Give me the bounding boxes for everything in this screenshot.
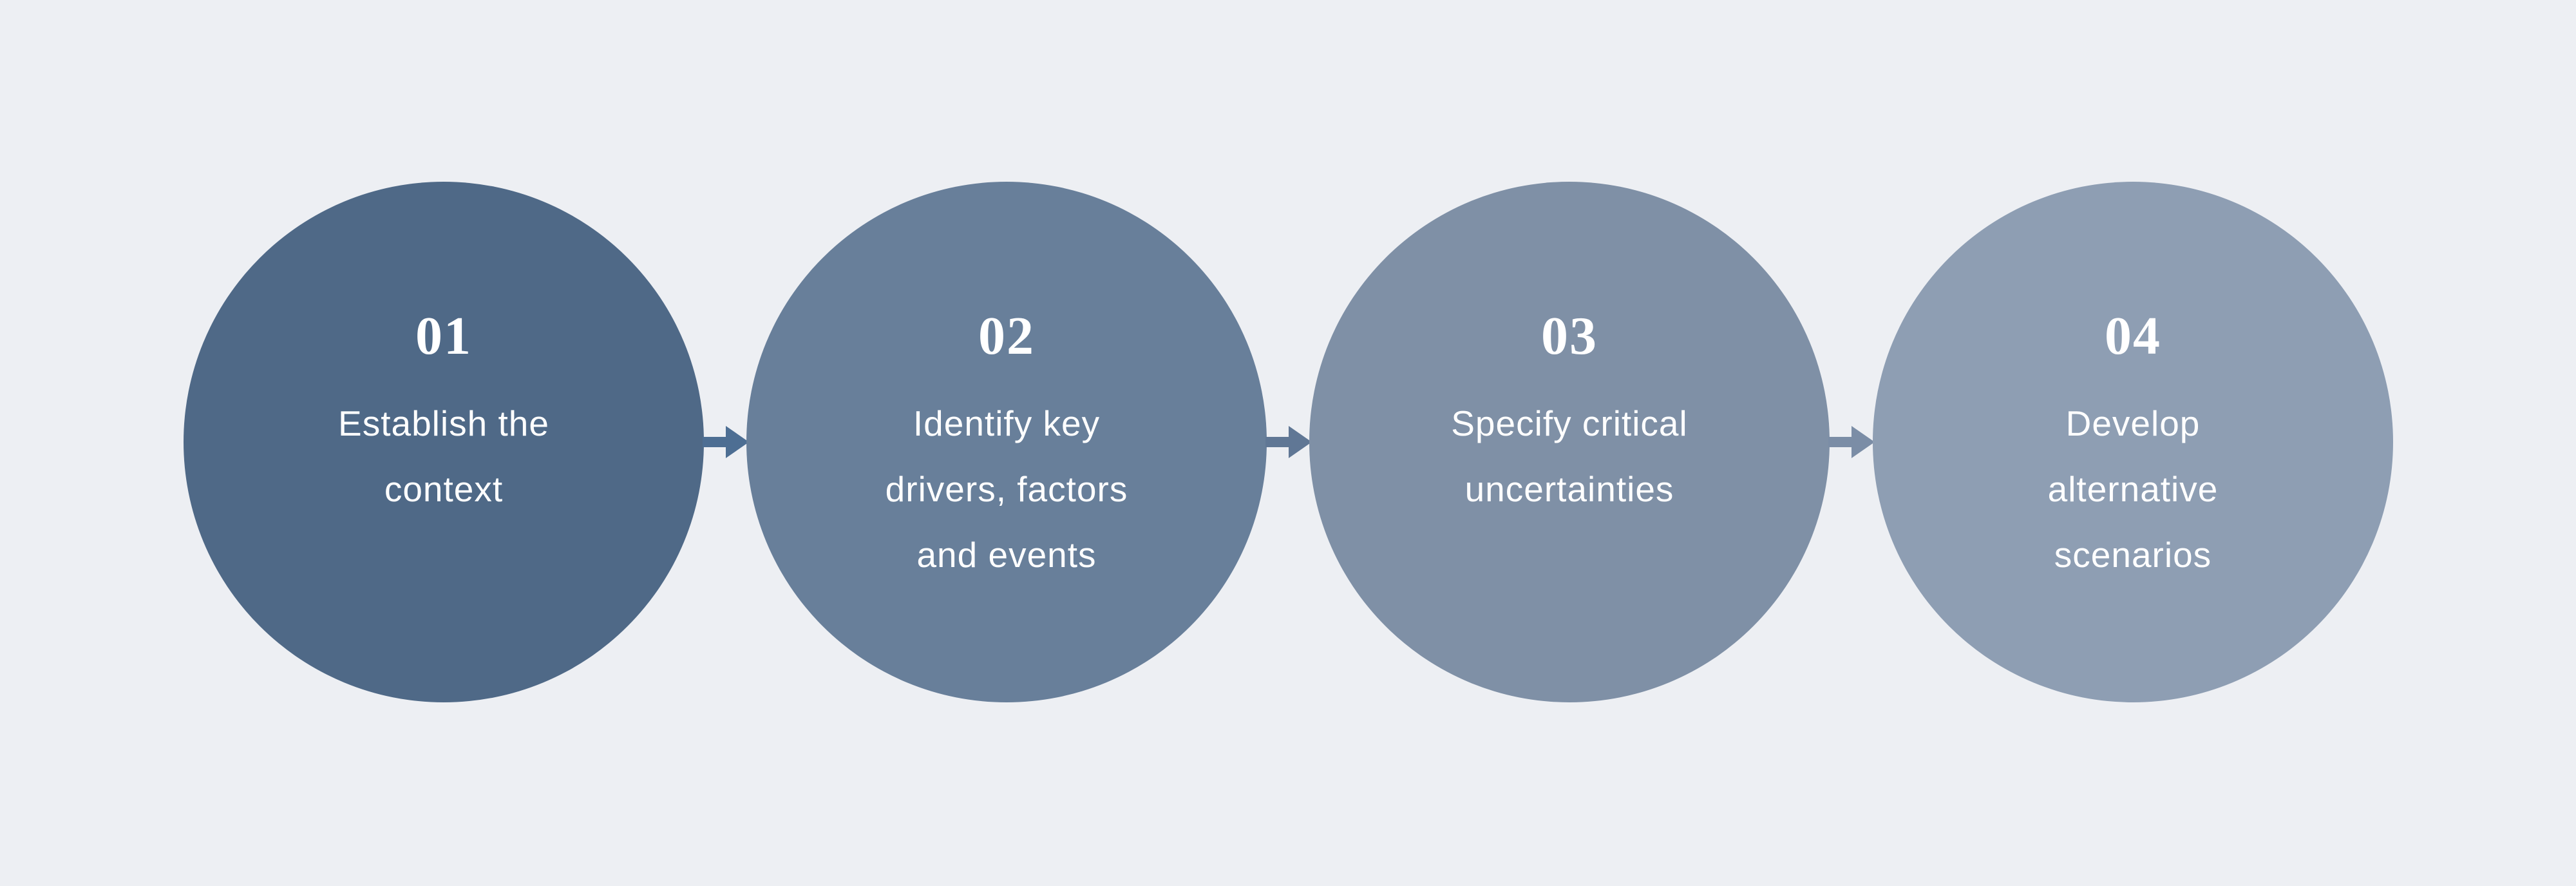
step-circle-02: 02 Identify key drivers, factors and eve… [746,182,1267,702]
step-circle-01: 01 Establish the context [184,182,704,702]
step-content-04: 04 Develop alternative scenarios [1873,309,2393,588]
arrow-right-icon [703,426,749,458]
step-label-line: context [384,469,504,509]
step-content-02: 02 Identify key drivers, factors and eve… [746,309,1267,588]
step-label-line: Identify key [913,403,1101,443]
step-label-line: alternative [2047,469,2219,509]
step-number-03: 03 [1541,306,1598,366]
arrow-right-shape [1265,426,1312,458]
step-label-line: scenarios [2054,535,2212,575]
step-number-01: 01 [415,306,472,366]
step-label-line: uncertainties [1464,469,1674,509]
step-circle-03: 03 Specify critical uncertainties [1309,182,1830,702]
arrow-right-shape [1828,426,1875,458]
arrow-right-icon [1265,426,1312,458]
arrow-right-shape [703,426,749,458]
step-content-01: 01 Establish the context [184,309,704,522]
step-content-03: 03 Specify critical uncertainties [1309,309,1830,522]
step-circle-04: 04 Develop alternative scenarios [1873,182,2393,702]
step-label-line: drivers, factors [885,469,1128,509]
step-label-line: Establish the [338,403,549,443]
arrow-right-icon [1828,426,1875,458]
step-label-line: and events [916,535,1097,575]
step-number-02: 02 [978,306,1035,366]
step-label-line: Develop [2065,403,2201,443]
step-number-04: 04 [2105,306,2161,366]
step-label-line: Specify critical [1451,403,1688,443]
